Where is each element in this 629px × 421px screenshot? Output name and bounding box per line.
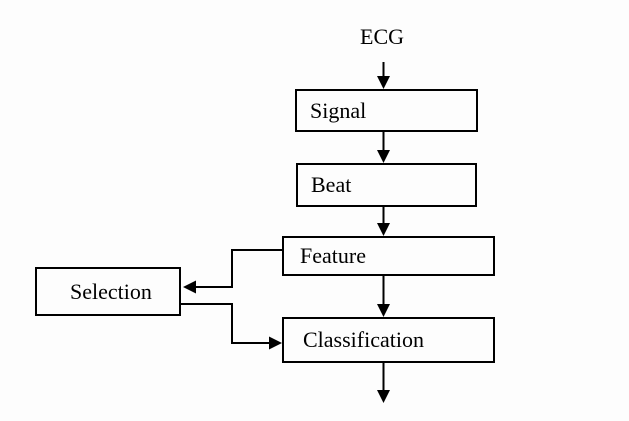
- arrow-shaft: [195, 249, 282, 288]
- node-beat-label: Beat: [311, 172, 352, 197]
- arrow-head: [269, 336, 282, 350]
- arrow-feature-to-selection-icon: [183, 249, 282, 294]
- arrow-ecg-to-signal-icon: [377, 62, 390, 89]
- arrow-head: [377, 223, 390, 236]
- arrow-classification-output-icon: [377, 362, 390, 403]
- arrow-shaft: [181, 303, 270, 344]
- node-classification: Classification: [282, 317, 495, 363]
- arrow-signal-to-beat-icon: [377, 132, 390, 163]
- arrow-feature-to-classification-icon: [377, 275, 390, 317]
- ecg-source-label: ECG: [360, 24, 404, 49]
- arrow-head: [377, 390, 390, 403]
- arrow-selection-to-classification-icon: [181, 303, 282, 350]
- node-feature: Feature: [282, 236, 495, 276]
- node-feature-label: Feature: [300, 243, 366, 268]
- arrow-head: [377, 76, 390, 89]
- node-beat: Beat: [296, 163, 477, 207]
- arrow-head: [183, 280, 196, 294]
- arrow-head: [377, 150, 390, 163]
- node-signal: Signal: [295, 89, 478, 132]
- node-selection-label: Selection: [70, 278, 152, 304]
- node-signal-label: Signal: [310, 97, 367, 123]
- node-selection: Selection: [35, 267, 181, 316]
- node-classification-label: Classification: [303, 327, 424, 352]
- arrow-head: [377, 304, 390, 317]
- arrow-beat-to-feature-icon: [377, 207, 390, 236]
